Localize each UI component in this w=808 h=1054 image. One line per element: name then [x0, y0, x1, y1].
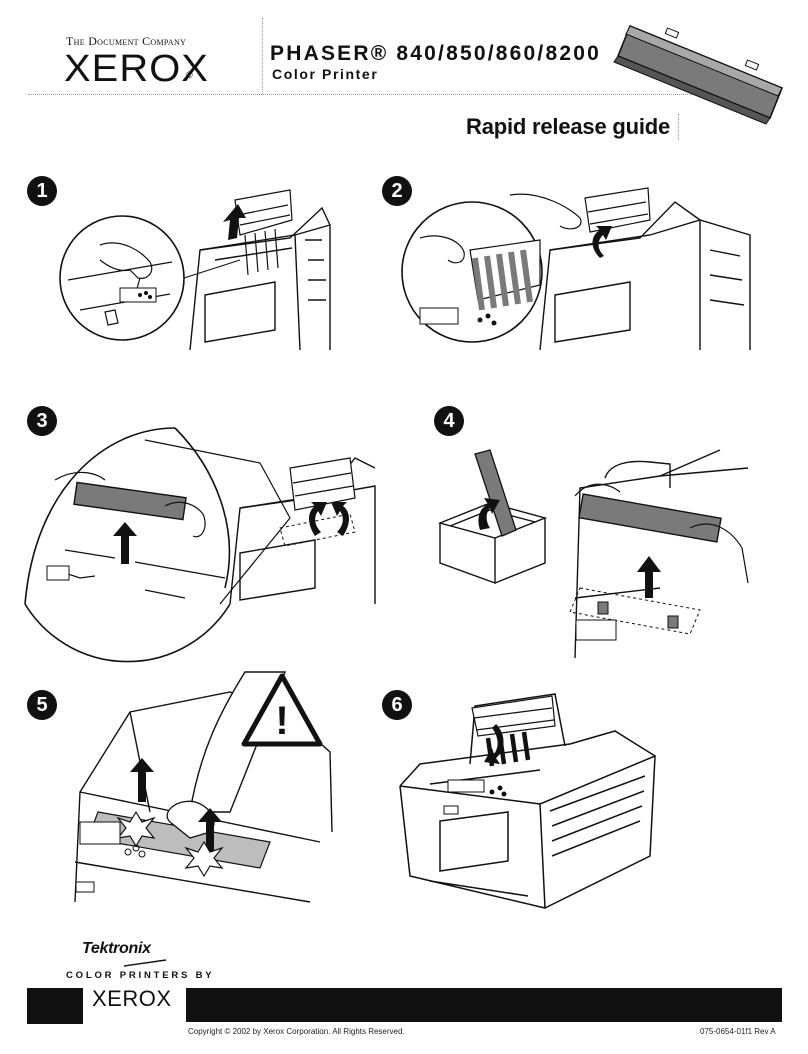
tektronix-logo: Tektronix — [82, 940, 151, 957]
rapid-release-roller-icon — [613, 24, 784, 125]
document-number: 075-0654-01f1 Rev A — [700, 1027, 776, 1036]
step-2-illustration — [401, 187, 751, 351]
header-vertical-divider — [262, 18, 263, 94]
step-badge-4: 4 — [434, 406, 464, 436]
registered-mark: ® — [186, 70, 193, 80]
step-badge-3: 3 — [27, 406, 57, 436]
xerox-logo: XEROX — [64, 48, 209, 90]
step-badge-6: 6 — [382, 690, 412, 720]
step-badge-5: 5 — [27, 690, 57, 720]
step-3-illustration — [24, 427, 376, 663]
header-horizontal-divider — [28, 94, 704, 95]
footer-xerox-logo: XEROX — [92, 986, 172, 1011]
step-1-illustration — [59, 189, 331, 351]
color-printers-by: COLOR PRINTERS BY — [66, 970, 215, 981]
product-subtitle: Color Printer — [272, 66, 379, 82]
step-6-illustration — [399, 693, 656, 909]
footer-black-square — [27, 988, 83, 1024]
guide-title-divider — [678, 114, 679, 140]
step-5-illustration — [74, 671, 333, 903]
tektronix-swoosh-icon — [123, 959, 167, 967]
product-title: PHASER® 840/850/860/8200 — [270, 42, 601, 65]
step-badge-1: 1 — [27, 176, 57, 206]
step-badge-2: 2 — [382, 176, 412, 206]
copyright-notice: Copyright © 2002 by Xerox Corporation. A… — [188, 1027, 405, 1036]
warning-symbol: ! — [275, 699, 288, 743]
guide-title: Rapid release guide — [466, 114, 671, 139]
step-4-illustration — [437, 449, 749, 659]
footer-black-bar — [186, 988, 782, 1022]
warning-triangle-icon: ! — [241, 673, 323, 747]
brand-tagline: The Document Company — [66, 34, 187, 48]
